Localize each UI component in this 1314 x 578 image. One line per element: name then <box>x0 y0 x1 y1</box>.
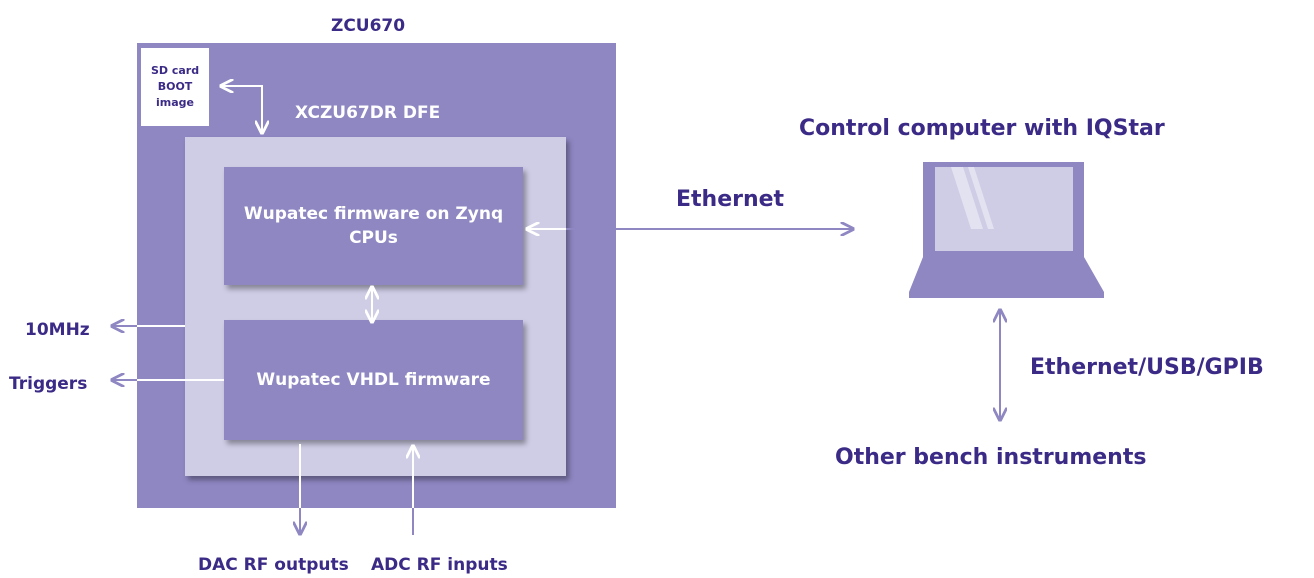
vhdl-firmware-block: Wupatec VHDL firmware <box>224 320 523 440</box>
instruments-label: Other bench instruments <box>835 445 1147 470</box>
chip-title: XCZU67DR DFE <box>295 103 441 123</box>
ethernet-label: Ethernet <box>676 187 785 212</box>
triggers-label: Triggers <box>9 374 88 394</box>
cpu-firmware-block: Wupatec firmware on Zynq CPUs <box>224 167 523 285</box>
board-title: ZCU670 <box>331 16 406 36</box>
sd-card-label-line3: image <box>156 96 194 109</box>
bench-link-label: Ethernet/USB/GPIB <box>1030 355 1264 380</box>
sd-card-label-line2: BOOT <box>157 80 193 93</box>
computer-title: Control computer with IQStar <box>799 116 1165 141</box>
dac-label: DAC RF outputs <box>198 555 349 575</box>
sd-card-label-line1: SD card <box>150 64 200 77</box>
sd-boot-arrow <box>221 86 262 133</box>
laptop-icon <box>909 162 1104 298</box>
clock-label: 10MHz <box>25 320 90 340</box>
adc-label: ADC RF inputs <box>371 555 508 575</box>
sd-card-boot-image: SD card BOOT image <box>141 48 209 126</box>
